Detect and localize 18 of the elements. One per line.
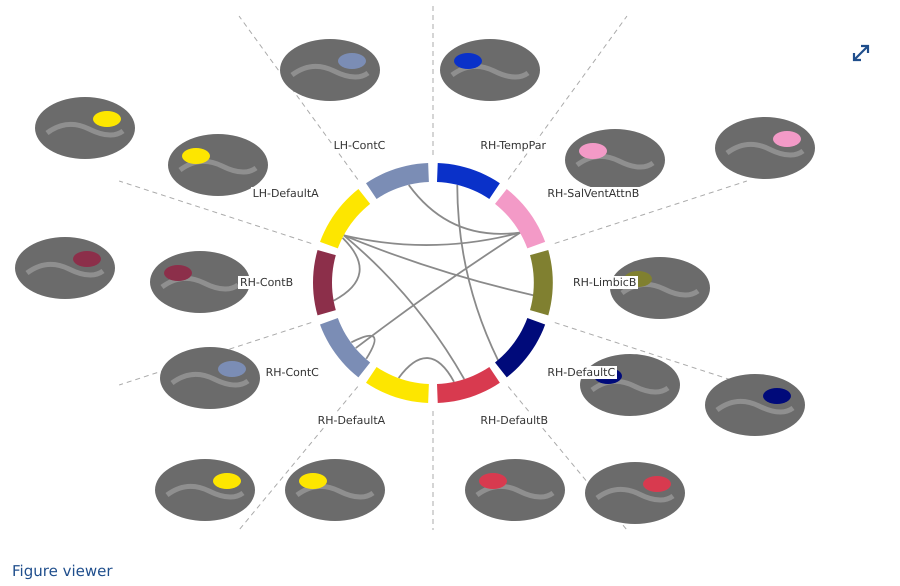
connection-chord	[398, 357, 455, 382]
segment-label: RH-TempPar	[478, 138, 548, 152]
connection-chord	[355, 232, 521, 349]
connection-chord	[408, 184, 521, 235]
segment-label: RH-DefaultA	[316, 414, 388, 428]
segment-label: RH-DefaultC	[545, 366, 618, 379]
segment-label: RH-ContB	[238, 276, 296, 290]
connection-chord	[333, 237, 360, 302]
connection-chord	[344, 234, 534, 296]
segment-label: LH-DefaultA	[250, 187, 321, 200]
segment-label: LH-ContC	[332, 138, 388, 152]
connection-chord	[456, 184, 499, 361]
segment-label: RH-DefaultB	[478, 414, 550, 428]
connection-chord	[350, 334, 376, 360]
segment-label: RH-ContC	[264, 366, 321, 379]
segment-label: RH-SalVentAttnB	[545, 187, 642, 200]
figure-viewer-link: Figure viewer	[12, 562, 113, 580]
connection-chord	[343, 234, 465, 380]
